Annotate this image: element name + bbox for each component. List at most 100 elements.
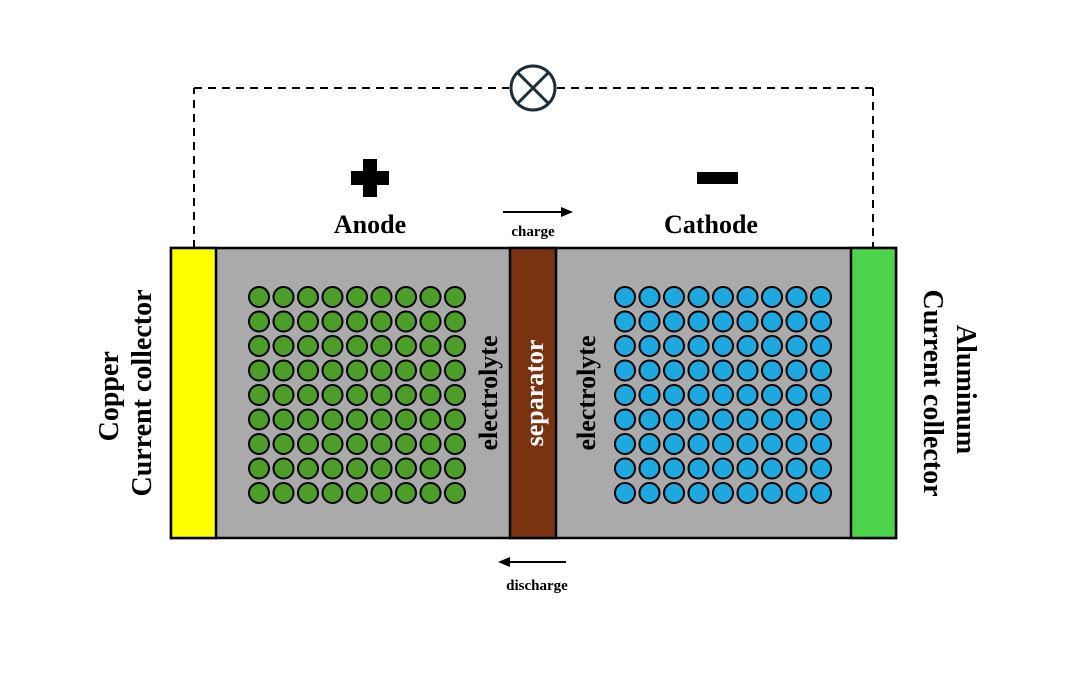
cathode-particle [785, 408, 808, 431]
cathode-particle [785, 359, 808, 382]
discharge-arrow [498, 557, 566, 567]
anode-particle [444, 482, 466, 504]
cathode-particle [810, 310, 832, 333]
anode-particle [370, 457, 393, 480]
separator-label: separator [520, 340, 549, 447]
cathode-particle [712, 310, 734, 333]
anode-particle [248, 335, 270, 357]
cathode-particle [712, 482, 734, 504]
anode-particle [444, 359, 466, 382]
cathode-particle [687, 482, 710, 504]
anode-particle [370, 433, 393, 455]
cathode-particle [761, 384, 783, 406]
cathode-particle [761, 359, 783, 382]
anode-particle [419, 359, 442, 382]
anode-particle [297, 335, 319, 357]
anode-particle [395, 286, 417, 308]
cathode-particle [712, 359, 734, 382]
cathode-particle [663, 310, 685, 333]
cathode-particle [638, 384, 661, 406]
anode-particle [248, 433, 270, 455]
cathode-particle [785, 310, 808, 333]
anode-particle [346, 310, 368, 333]
anode-particle [370, 408, 393, 431]
cathode-particle [687, 384, 710, 406]
cathode-particle [736, 408, 759, 431]
copper-label-line1: Copper [94, 352, 125, 442]
cathode-particle [663, 433, 685, 455]
anode-particle [346, 408, 368, 431]
cathode-particle [810, 335, 832, 357]
cathode-particle [712, 433, 734, 455]
cathode-particle [761, 433, 783, 455]
cathode-particle [687, 433, 710, 455]
cathode-particle [614, 482, 636, 504]
aluminum-label: Aluminum Current collector [917, 289, 981, 496]
cathode-particle [761, 286, 783, 308]
cathode-particle [638, 482, 661, 504]
anode-particle [346, 335, 368, 357]
cathode-particle [810, 482, 832, 504]
charge-arrow [503, 207, 573, 217]
cathode-label: Cathode [664, 210, 758, 239]
cathode-particle [736, 286, 759, 308]
anode-particle [419, 310, 442, 333]
anode-particle [395, 482, 417, 504]
cathode-particle [761, 310, 783, 333]
anode-particle [419, 384, 442, 406]
anode-particle [444, 408, 466, 431]
anode-particle [297, 457, 319, 480]
separator [508, 246, 558, 540]
anode-particle [297, 384, 319, 406]
cathode-particle [614, 384, 636, 406]
cathode-particle [810, 457, 832, 480]
anode-particle [444, 335, 466, 357]
anode-particle [395, 457, 417, 480]
anode-particle [272, 482, 295, 504]
anode-particle [248, 408, 270, 431]
cathode-particle [712, 408, 734, 431]
cathode-particle [614, 457, 636, 480]
aluminum-label-line1: Aluminum [950, 325, 981, 454]
cathode-particle [810, 286, 832, 308]
anode-particle [395, 408, 417, 431]
anode-particle [321, 335, 344, 357]
cathode-particle [687, 310, 710, 333]
aluminum-label-line2: Current collector [917, 289, 948, 496]
cathode-particle [663, 408, 685, 431]
anode-particle [419, 482, 442, 504]
anode-particle [370, 384, 393, 406]
anode-particle [248, 359, 270, 382]
anode-particle [321, 433, 344, 455]
anode-particle [395, 384, 417, 406]
cathode-particle [687, 359, 710, 382]
anode-particle [346, 286, 368, 308]
anode-particle [370, 286, 393, 308]
cathode-particle [761, 408, 783, 431]
minus-icon [697, 172, 738, 184]
lamp-icon [509, 64, 557, 112]
anode-particle [395, 310, 417, 333]
cathode-particle [761, 482, 783, 504]
anode-particle [419, 433, 442, 455]
anode-particle [444, 310, 466, 333]
anode-particle [248, 482, 270, 504]
anode-particles [248, 286, 466, 504]
anode-particle [444, 286, 466, 308]
anode-particle [321, 408, 344, 431]
cathode-particle [761, 457, 783, 480]
copper-label-line2: Current collector [127, 289, 158, 496]
cathode-particle [663, 359, 685, 382]
anode-particle [248, 457, 270, 480]
anode-particle [419, 286, 442, 308]
anode-particle [346, 359, 368, 382]
cathode-particle [761, 335, 783, 357]
aluminum-current-collector [849, 246, 898, 540]
plus-icon [351, 159, 389, 197]
charge-label: charge [511, 224, 555, 240]
cathode-particle [736, 384, 759, 406]
anode-particle [297, 310, 319, 333]
anode-particle [370, 359, 393, 382]
anode-particle [321, 457, 344, 480]
cathode-particle [663, 482, 685, 504]
